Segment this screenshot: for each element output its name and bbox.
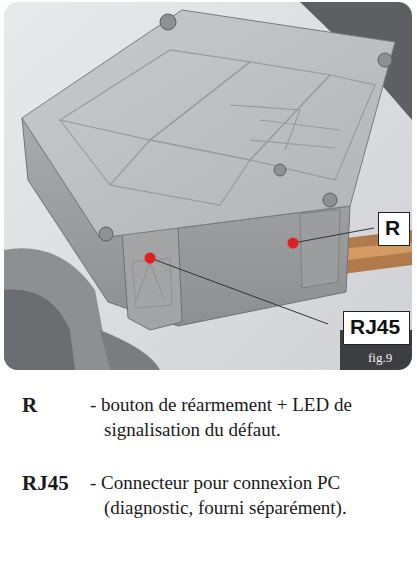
- callout-label: RJ45: [350, 315, 403, 339]
- callout-box: R: [378, 212, 410, 246]
- illustration-panel: [4, 2, 412, 370]
- legend-key: RJ45: [22, 470, 92, 497]
- callout-box: RJ45: [343, 311, 410, 345]
- legend-description: - Connecteur pour connexion PC (diagnost…: [90, 470, 417, 520]
- rj45-connector-dot: [145, 253, 156, 264]
- callout-label: R: [385, 216, 403, 240]
- reset-button-dot: [288, 238, 299, 249]
- legend-description: - bouton de réarmement + LED de signalis…: [90, 392, 417, 442]
- figure-number: fig.9: [368, 349, 408, 366]
- legend-key: R: [22, 392, 82, 419]
